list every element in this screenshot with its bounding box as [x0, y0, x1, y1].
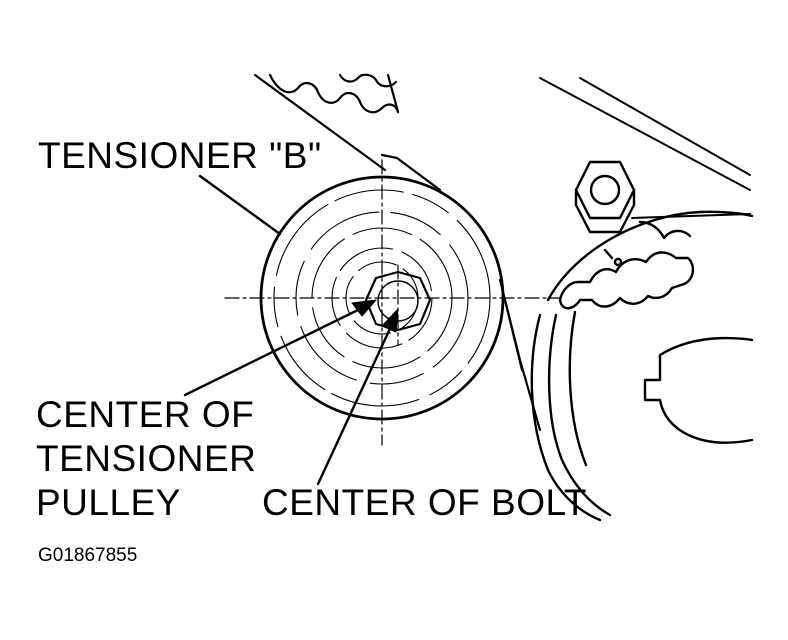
label-tensioner-b: TENSIONER "B" [38, 135, 322, 176]
leader-lines [183, 174, 396, 486]
label-center-pulley-line3: PULLEY [36, 482, 181, 523]
label-center-pulley-line2: TENSIONER [36, 438, 257, 479]
figure-id: G01867855 [38, 545, 138, 566]
label-center-bolt: CENTER OF BOLT [262, 482, 587, 523]
label-center-pulley-line1: CENTER OF [36, 394, 255, 435]
arrowheads [351, 299, 399, 333]
camshaft-pulley [530, 210, 754, 522]
adjust-bolt [574, 160, 636, 234]
timing-belt-upper [253, 73, 442, 192]
center-lines [224, 159, 561, 446]
timing-belt-lower [498, 278, 542, 432]
engine-cover-lines [539, 77, 751, 219]
